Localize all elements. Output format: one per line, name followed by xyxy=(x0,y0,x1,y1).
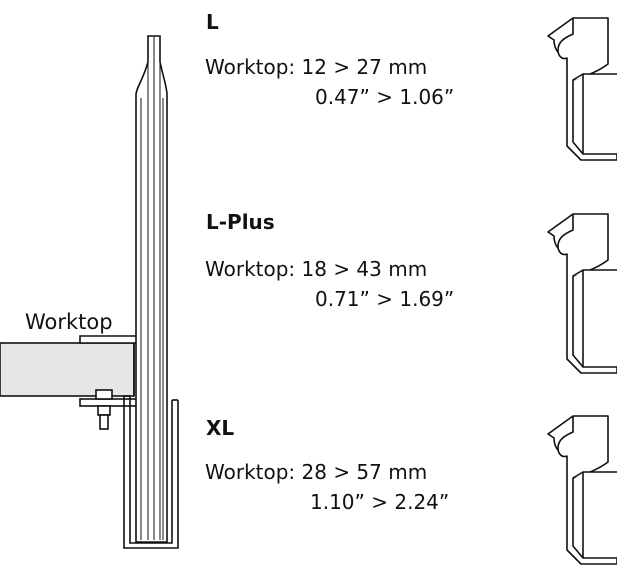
worktop-side-label: Worktop xyxy=(25,310,113,334)
variant-title-l: L xyxy=(206,10,219,34)
variant-imperial-l-plus: 0.71” > 1.69” xyxy=(315,287,455,311)
variant-imperial-xl: 1.10” > 2.24” xyxy=(310,490,450,514)
variant-metric-l: Worktop: 12 > 27 mm xyxy=(205,55,428,79)
clip-icon-l xyxy=(547,17,617,161)
variant-title-l-plus: L-Plus xyxy=(206,210,275,234)
clip-icon-xl xyxy=(547,415,617,565)
variant-metric-l-plus: Worktop: 18 > 43 mm xyxy=(205,257,428,281)
clip-icon-l-plus xyxy=(547,213,617,374)
variant-title-xl: XL xyxy=(206,416,235,440)
variant-imperial-l: 0.47” > 1.06” xyxy=(315,85,455,109)
vertical-rail xyxy=(135,35,168,543)
u-channel xyxy=(123,395,179,549)
variant-metric-xl: Worktop: 28 > 57 mm xyxy=(205,460,428,484)
worktop-slab xyxy=(0,342,135,397)
